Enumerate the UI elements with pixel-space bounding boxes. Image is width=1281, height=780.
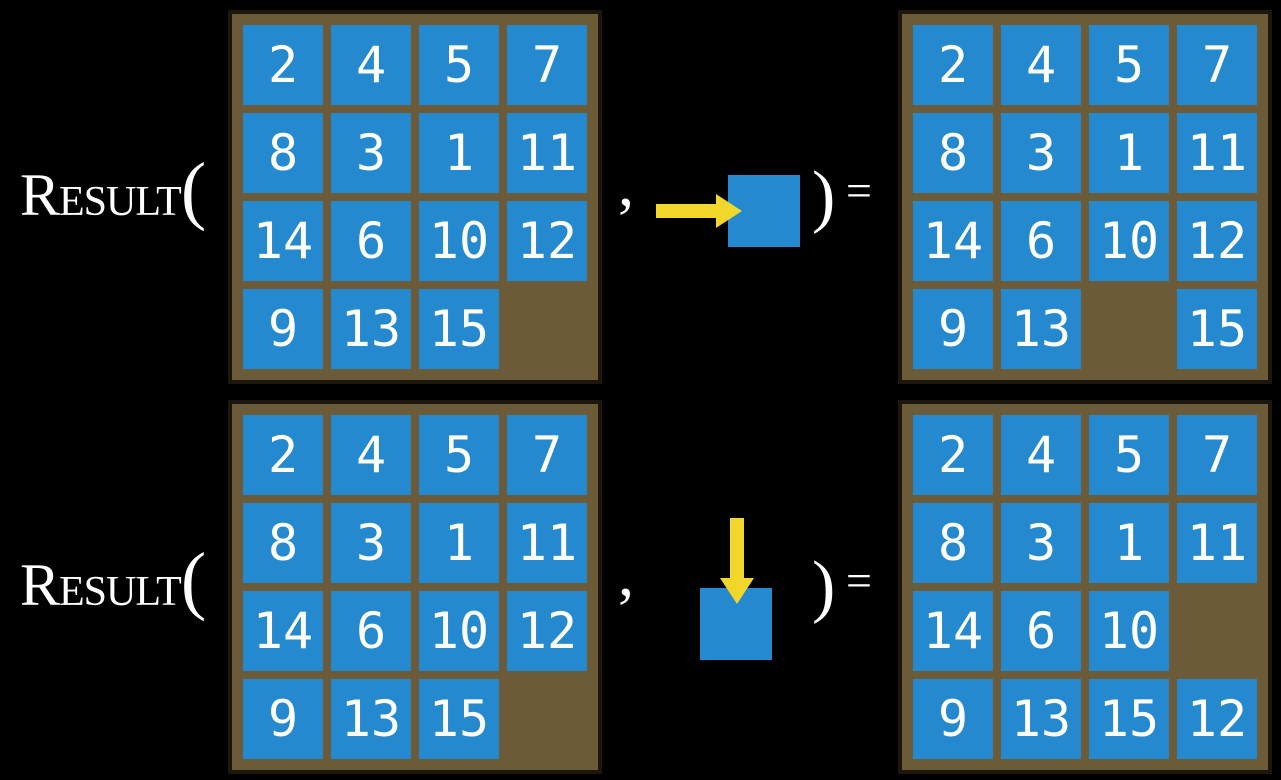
puzzle-tile-13: 13 — [331, 679, 411, 759]
puzzle-tile-14: 14 — [243, 591, 323, 671]
comma-separator: , — [618, 538, 634, 609]
comma-separator: , — [618, 148, 634, 219]
puzzle-tile-12: 12 — [507, 201, 587, 281]
puzzle-tile-1: 1 — [419, 503, 499, 583]
puzzle-tile-10: 10 — [419, 201, 499, 281]
arrow-shaft — [730, 518, 744, 580]
open-paren: ( — [180, 148, 207, 232]
right-arrow-icon — [656, 194, 742, 228]
puzzle-tile-11: 11 — [1177, 503, 1257, 583]
puzzle-tile-13: 13 — [331, 289, 411, 369]
puzzle-tile-5: 5 — [1089, 25, 1169, 105]
puzzle-tile-14: 14 — [913, 201, 993, 281]
puzzle-tile-14: 14 — [913, 591, 993, 671]
puzzle-tile-10: 10 — [419, 591, 499, 671]
puzzle-tile-9: 9 — [243, 679, 323, 759]
puzzle-tile-12: 12 — [507, 591, 587, 671]
puzzle-tile-13: 13 — [1001, 289, 1081, 369]
puzzle-tile-12: 12 — [1177, 679, 1257, 759]
puzzle-tile-10: 10 — [1089, 201, 1169, 281]
close-paren: ) — [812, 158, 836, 235]
puzzle-tile-9: 9 — [913, 679, 993, 759]
function-name: Result — [20, 162, 182, 228]
puzzle-tile-3: 3 — [1001, 503, 1081, 583]
puzzle-tile-3: 3 — [331, 113, 411, 193]
puzzle-tile-9: 9 — [243, 289, 323, 369]
puzzle-tile-15: 15 — [1089, 679, 1169, 759]
puzzle-tile-11: 11 — [507, 503, 587, 583]
puzzle-tile-5: 5 — [419, 415, 499, 495]
puzzle-tile-6: 6 — [1001, 591, 1081, 671]
function-name: Result — [20, 552, 182, 618]
puzzle-tile-11: 11 — [507, 113, 587, 193]
arrow-head — [720, 578, 754, 604]
puzzle-tile-6: 6 — [1001, 201, 1081, 281]
puzzle-tile-1: 1 — [419, 113, 499, 193]
equals-sign: = — [846, 555, 872, 606]
puzzle-tile-6: 6 — [331, 591, 411, 671]
puzzle-tile-4: 4 — [331, 415, 411, 495]
puzzle-tile-8: 8 — [913, 113, 993, 193]
puzzle-tile-7: 7 — [1177, 25, 1257, 105]
puzzle-tile-1: 1 — [1089, 503, 1169, 583]
puzzle-tile-3: 3 — [1001, 113, 1081, 193]
puzzle-tile-15: 15 — [419, 679, 499, 759]
puzzle-tile-14: 14 — [243, 201, 323, 281]
result-formula-label: Result( — [20, 152, 206, 228]
puzzle-tile-3: 3 — [331, 503, 411, 583]
puzzle-tile-8: 8 — [243, 113, 323, 193]
puzzle-tile-7: 7 — [1177, 415, 1257, 495]
puzzle-tile-5: 5 — [419, 25, 499, 105]
arrow-head — [716, 194, 742, 228]
puzzle-tile-12: 12 — [1177, 201, 1257, 281]
open-paren: ( — [180, 538, 207, 622]
puzzle-tile-2: 2 — [243, 415, 323, 495]
puzzle-tile-5: 5 — [1089, 415, 1169, 495]
puzzle-tile-11: 11 — [1177, 113, 1257, 193]
down-arrow-icon — [720, 518, 754, 604]
puzzle-tile-4: 4 — [1001, 25, 1081, 105]
puzzle-tile-13: 13 — [1001, 679, 1081, 759]
puzzle-tile-6: 6 — [331, 201, 411, 281]
equals-sign: = — [846, 165, 872, 216]
puzzle-tile-8: 8 — [243, 503, 323, 583]
puzzle-tile-15: 15 — [419, 289, 499, 369]
puzzle-tile-2: 2 — [913, 25, 993, 105]
puzzle-tile-9: 9 — [913, 289, 993, 369]
puzzle-tile-4: 4 — [331, 25, 411, 105]
puzzle-tile-7: 7 — [507, 415, 587, 495]
puzzle-tile-15: 15 — [1177, 289, 1257, 369]
puzzle-tile-2: 2 — [243, 25, 323, 105]
puzzle-tile-4: 4 — [1001, 415, 1081, 495]
puzzle-tile-2: 2 — [913, 415, 993, 495]
puzzle-tile-7: 7 — [507, 25, 587, 105]
puzzle-tile-8: 8 — [913, 503, 993, 583]
arrow-shaft — [656, 204, 718, 218]
close-paren: ) — [812, 548, 836, 625]
result-formula-label: Result( — [20, 542, 206, 618]
puzzle-tile-1: 1 — [1089, 113, 1169, 193]
puzzle-tile-10: 10 — [1089, 591, 1169, 671]
